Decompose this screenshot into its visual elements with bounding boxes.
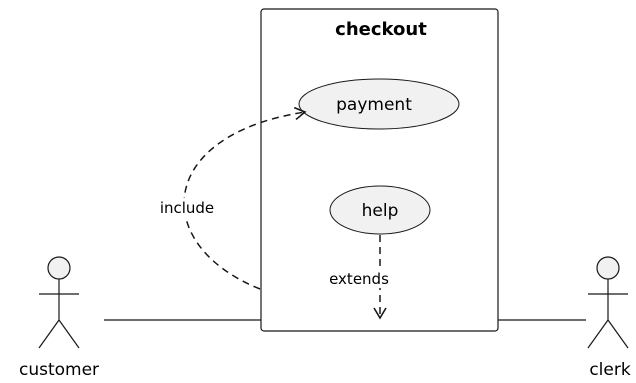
system-title: checkout [335,19,427,40]
extends-label-bg [322,268,396,288]
usecase-help-label: help [362,201,399,221]
include-label-bg [154,198,220,218]
usecase-payment-label: payment [336,95,412,115]
usecase-payment-ellipse [298,78,460,130]
usecase-help-ellipse [329,185,431,235]
clerk-label: clerk [589,360,631,380]
actor-clerk: clerk [587,256,631,380]
clerk-right-leg [607,319,629,349]
customer-right-leg [58,319,80,349]
include-label: include [160,199,214,217]
clerk-left-leg [587,319,609,349]
customer-head [47,256,71,280]
clerk-head [596,256,620,280]
usecase-payment: payment [298,78,460,130]
actor-customer: customer [19,256,99,380]
extends-relation: extends [322,235,396,320]
extends-label: extends [329,270,389,288]
include-relation: include [154,106,307,290]
customer-left-leg [38,319,60,349]
customer-label: customer [19,360,99,380]
include-edge [183,106,307,290]
usecase-help: help [329,185,431,235]
